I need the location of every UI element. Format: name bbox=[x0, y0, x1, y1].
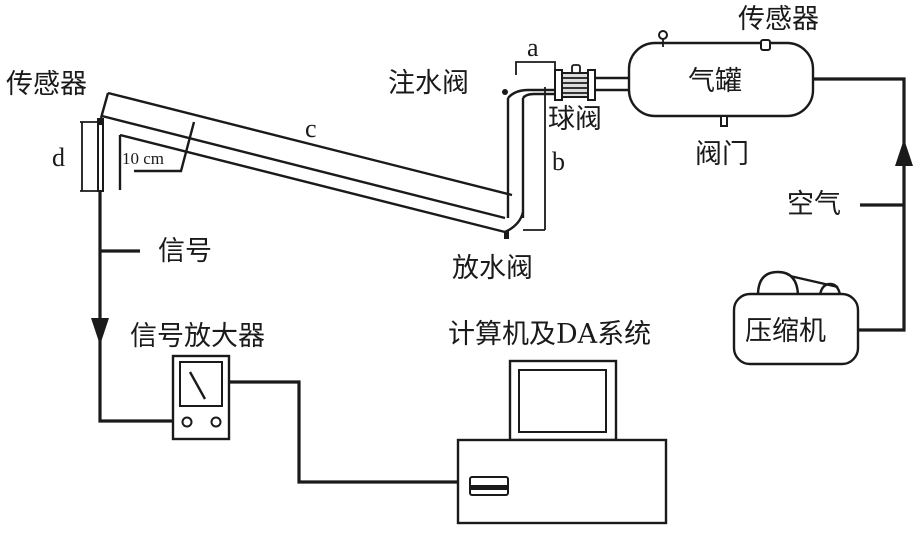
compressor bbox=[732, 270, 860, 366]
ball-valve-handle bbox=[571, 64, 581, 74]
amplifier-needle bbox=[188, 371, 207, 400]
label-scale: 10 cm bbox=[122, 149, 164, 168]
compressor-motor bbox=[756, 270, 800, 296]
label-a: a bbox=[527, 33, 539, 62]
riser-inner-curve bbox=[522, 92, 555, 99]
sensor-probe bbox=[97, 118, 104, 192]
pipe-elbow bbox=[504, 211, 525, 234]
amplifier-meter bbox=[179, 361, 223, 407]
drain-valve-knob bbox=[504, 231, 509, 239]
label-d: d bbox=[52, 143, 65, 172]
signal-line-path bbox=[98, 191, 173, 423]
ball-valve-flange-right bbox=[587, 69, 596, 101]
scale-line bbox=[134, 121, 196, 173]
tank-bottom-valve bbox=[720, 115, 728, 127]
label-computer: 计算机及DA系统 bbox=[448, 319, 651, 350]
inclined-pipe bbox=[99, 91, 513, 234]
label-sensor-left: 传感器 bbox=[6, 69, 87, 100]
label-sensor-top: 传感器 bbox=[738, 4, 819, 35]
amp-to-computer-line bbox=[229, 380, 458, 484]
label-compressor: 压缩机 bbox=[745, 316, 826, 347]
pipe-left-cap bbox=[99, 92, 110, 119]
label-fill-valve: 注水阀 bbox=[388, 68, 469, 99]
air-arrow-up-icon bbox=[895, 139, 913, 166]
label-gas-tank: 气罐 bbox=[688, 66, 742, 97]
tank-top-valve bbox=[658, 30, 668, 40]
air-line bbox=[813, 77, 913, 332]
pipe-top-edge bbox=[107, 91, 513, 197]
signal-arrow-down-icon bbox=[91, 318, 109, 345]
sensor-head bbox=[98, 119, 103, 125]
dim-a bbox=[515, 61, 556, 75]
label-signal: 信号 bbox=[158, 236, 212, 267]
fill-valve-knob bbox=[502, 89, 508, 95]
signal-line bbox=[91, 191, 173, 423]
disk-drive-bar bbox=[470, 485, 508, 490]
label-air: 空气 bbox=[787, 189, 841, 220]
label-ball-valve: 球阀 bbox=[548, 104, 602, 135]
pipe-bottom-edge bbox=[119, 133, 506, 234]
computer-da-system bbox=[456, 359, 668, 525]
ball-valve bbox=[554, 64, 630, 101]
pipe-mid-edge bbox=[101, 114, 506, 220]
dim-a-line bbox=[515, 61, 556, 75]
signal-amplifier bbox=[171, 354, 231, 441]
label-valve: 阀门 bbox=[695, 139, 749, 170]
label-amplifier: 信号放大器 bbox=[130, 321, 265, 352]
vertical-riser bbox=[502, 87, 555, 239]
riser-outer-curve bbox=[507, 88, 555, 99]
left-sensor bbox=[80, 118, 104, 192]
scale-bar bbox=[134, 121, 196, 173]
label-drain-valve: 放水阀 bbox=[452, 253, 533, 284]
ball-valve-flange-left bbox=[554, 69, 563, 101]
amplifier-knob-left bbox=[181, 416, 193, 428]
amplifier-knob-right bbox=[210, 416, 222, 428]
label-b: b bbox=[552, 147, 565, 176]
tank-sensor bbox=[760, 39, 771, 51]
label-c: c bbox=[305, 114, 317, 143]
compressor-pulley bbox=[818, 282, 842, 296]
compressor-body bbox=[732, 292, 860, 366]
computer-screen bbox=[518, 369, 607, 433]
